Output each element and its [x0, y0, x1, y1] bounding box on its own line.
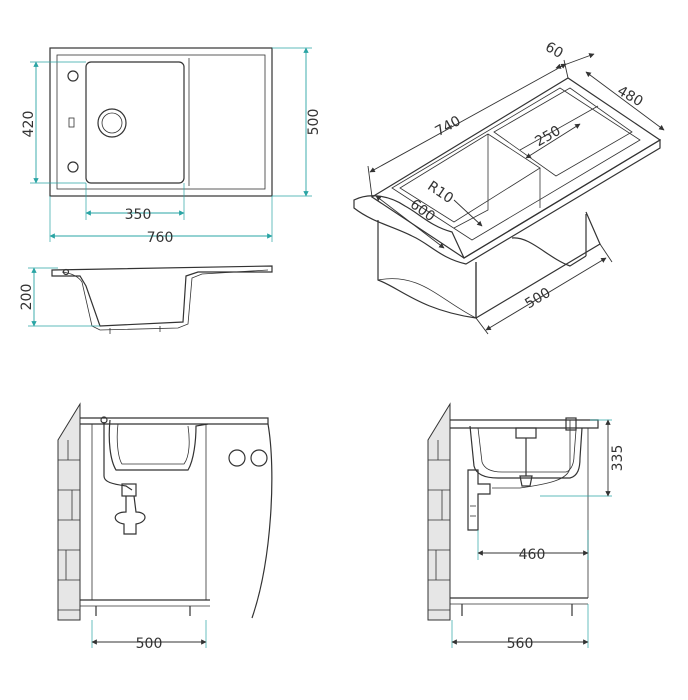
bowl-outline — [85, 61, 185, 184]
dim-label-500-depth: 500 — [306, 109, 322, 136]
side-bowl — [469, 425, 583, 479]
dim-line-480 — [585, 71, 665, 131]
dim-label-760: 760 — [147, 230, 174, 246]
countertop-front-edge — [353, 138, 661, 265]
overflow-slot-icon — [68, 117, 75, 128]
wall-side — [427, 402, 451, 621]
countertop-top-face — [370, 77, 662, 259]
dim-label-460: 460 — [519, 547, 546, 563]
cabinet-left-side — [377, 220, 477, 319]
drain-inner-icon — [101, 112, 123, 134]
side-drain-pipe — [467, 469, 491, 531]
dim-line-60 — [555, 53, 595, 69]
dim-label-r10: R10 — [424, 178, 456, 207]
dim-label-250: 250 — [532, 123, 563, 150]
section-view: 200 — [19, 265, 273, 334]
tap-hole-icon — [67, 70, 79, 82]
dim-label-335: 335 — [610, 445, 626, 472]
dim-label-560: 560 — [507, 636, 534, 652]
overflow-hole-icon — [67, 161, 79, 173]
dim-label-60: 60 — [542, 39, 565, 62]
dim-label-420: 420 — [21, 111, 37, 138]
dim-line-r10 — [453, 199, 483, 227]
drain-fitting — [121, 483, 137, 497]
dim-label-350: 350 — [125, 207, 152, 223]
top-view: 420 500 350 760 — [21, 47, 322, 246]
dim-line-500-cabinet-iso — [485, 257, 607, 331]
wall-left — [57, 402, 81, 621]
drain-outer-icon — [97, 108, 127, 138]
dim-label-480: 480 — [614, 83, 645, 110]
sink-outline — [49, 47, 273, 197]
dim-line-250 — [525, 123, 581, 159]
sink-section-outline — [51, 265, 273, 327]
dim-label-740: 740 — [432, 113, 463, 140]
cabinet-curved-side — [251, 423, 273, 619]
siphon-trap — [114, 495, 146, 535]
dim-label-500-front: 500 — [136, 636, 163, 652]
side-cabinet-view: 335 460 560 — [427, 402, 626, 652]
sink-inner-outline — [56, 54, 266, 190]
dim-label-500-cabinet-iso: 500 — [522, 285, 553, 312]
iso-view: 740 60 480 250 R10 600 500 — [353, 39, 665, 335]
dim-line-740 — [369, 63, 567, 173]
control-knob-2-icon — [250, 449, 268, 467]
dim-line-600 — [375, 195, 445, 249]
control-knob-1-icon — [228, 449, 246, 467]
front-cabinet-view: 500 — [57, 402, 273, 652]
dim-label-200: 200 — [19, 284, 35, 311]
front-bowl — [108, 419, 209, 471]
